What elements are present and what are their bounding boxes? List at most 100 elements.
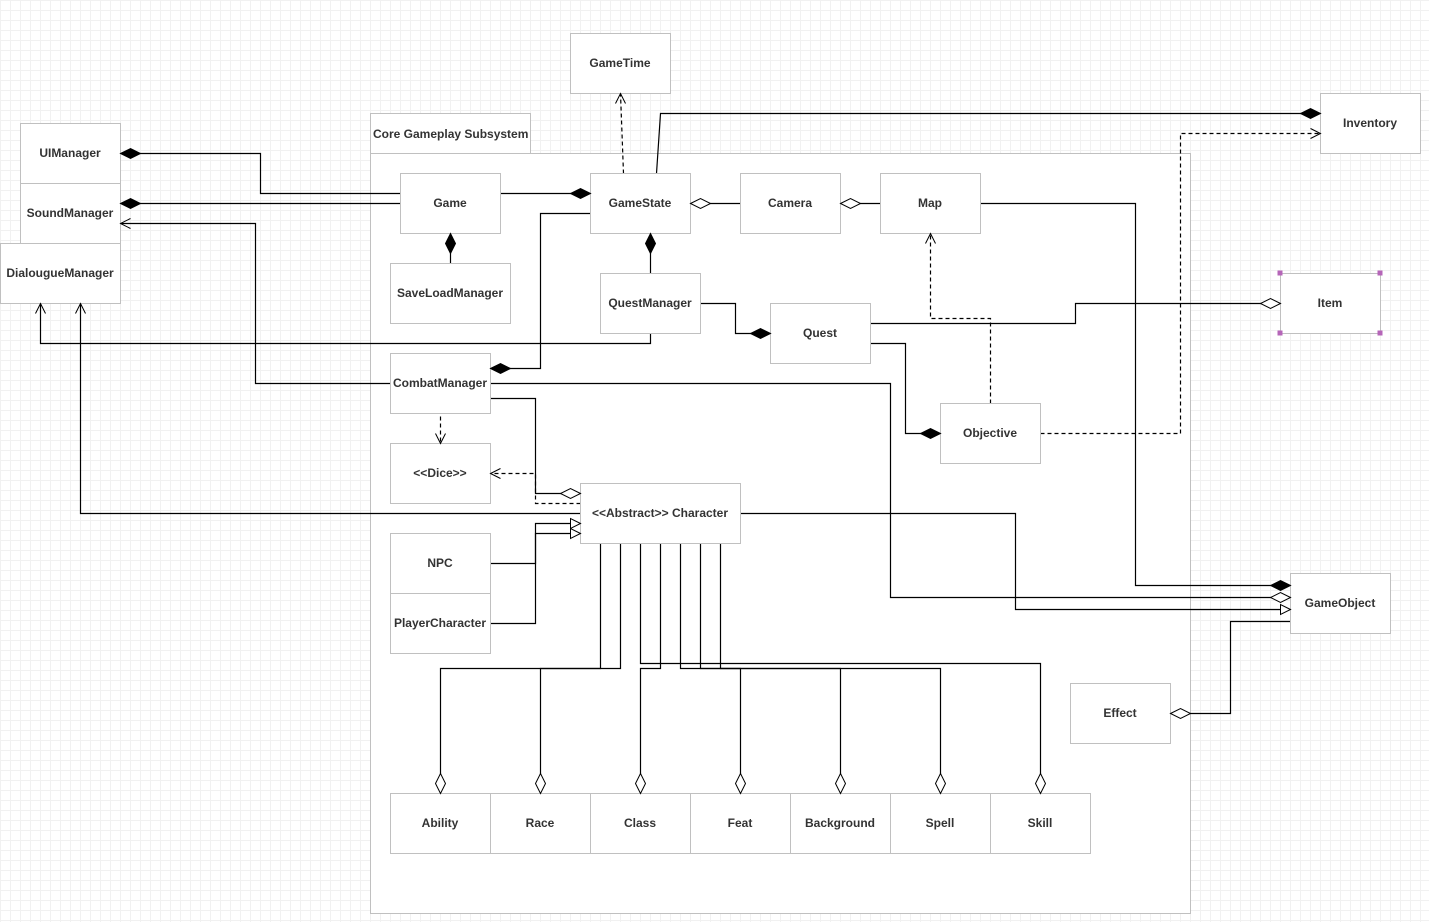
edge-character-race[interactable] — [539, 543, 622, 794]
class-box-border — [590, 793, 691, 854]
edge-combat-character[interactable] — [490, 397, 581, 495]
edge-combat-sound[interactable] — [120, 222, 391, 385]
composition-diamond-combatmanager — [489, 362, 512, 375]
composition-diamond-uimanager — [119, 147, 142, 160]
composition-diamond-inventory — [1299, 107, 1322, 120]
resize-handle[interactable] — [1377, 330, 1383, 336]
class-box-border — [0, 243, 121, 304]
class-name: Background — [805, 816, 875, 830]
class-box-gameobject[interactable]: GameObject — [1290, 573, 1391, 634]
class-box-border — [490, 793, 591, 854]
class-box-spell[interactable]: Spell — [890, 793, 991, 854]
class-box-skill[interactable]: Skill — [990, 793, 1091, 854]
edge-character-ability[interactable] — [439, 543, 602, 794]
class-box-quest[interactable]: Quest — [770, 303, 871, 364]
aggregation-diamond-gamestate-from-camera — [689, 197, 712, 210]
class-box-background[interactable]: Background — [790, 793, 891, 854]
edge-player-character[interactable] — [490, 532, 581, 625]
class-name: GameObject — [1305, 596, 1376, 610]
arrowhead-soundmanager-assoc — [119, 218, 131, 229]
edge-objective-inventory[interactable] — [1040, 132, 1321, 435]
composition-diamond-gamestate-from-game — [569, 187, 592, 200]
class-box-saveloadmanager[interactable]: SaveLoadManager — [390, 263, 511, 324]
edge-gameobject-effect[interactable] — [1170, 620, 1291, 715]
edge-character-class[interactable] — [639, 543, 662, 794]
generalization-arrow-gameobject-gen — [1280, 603, 1292, 616]
composition-diamond-quest — [749, 327, 772, 340]
class-box-border — [390, 593, 491, 654]
class-box-map[interactable]: Map — [880, 173, 981, 234]
class-box-questmanager[interactable]: QuestManager — [600, 273, 701, 334]
edge-combat-gameobject[interactable] — [490, 382, 1291, 599]
composition-diamond-soundmanager — [119, 197, 142, 210]
class-box-game[interactable]: Game — [400, 173, 501, 234]
class-box-objective[interactable]: Objective — [940, 403, 1041, 464]
class-box-border — [990, 793, 1091, 854]
resize-handle[interactable] — [1277, 270, 1283, 276]
class-name: UIManager — [39, 146, 101, 160]
class-box-border — [390, 443, 491, 504]
class-name: SaveLoadManager — [397, 286, 503, 300]
edge-questmanager-dialogue[interactable] — [39, 303, 652, 345]
package-label: Core Gameplay Subsystem — [373, 127, 528, 141]
class-box-inventory[interactable]: Inventory — [1320, 93, 1421, 154]
class-box-border — [1280, 273, 1381, 334]
arrowhead-dice-1 — [435, 433, 446, 445]
relationship-markers — [35, 92, 1322, 795]
class-box-border — [790, 793, 891, 854]
class-box-effect[interactable]: Effect — [1070, 683, 1171, 744]
edge-game-uimanager[interactable] — [120, 152, 401, 195]
class-name: QuestManager — [608, 296, 692, 310]
edge-character-background[interactable] — [699, 543, 842, 794]
class-box-npc[interactable]: NPC — [390, 533, 491, 594]
edge-character-feat[interactable] — [719, 543, 742, 794]
class-box-feat[interactable]: Feat — [690, 793, 791, 854]
aggregation-diamond-feat — [734, 772, 747, 795]
class-box-item[interactable]: Item — [1277, 270, 1383, 336]
class-box-border — [20, 123, 121, 184]
class-boxes: GameTimeUIManagerSoundManagerDialougueMa… — [0, 33, 1421, 854]
edge-objective-map[interactable] — [929, 233, 992, 404]
class-box-gametime[interactable]: GameTime — [570, 33, 671, 94]
edge-combat-gamestate[interactable] — [490, 212, 591, 370]
class-box-ability[interactable]: Ability — [390, 793, 491, 854]
resize-handle[interactable] — [1377, 270, 1383, 276]
class-box-race[interactable]: Race — [490, 793, 591, 854]
edge-map-gameobject[interactable] — [980, 202, 1291, 587]
class-name: PlayerCharacter — [394, 616, 486, 630]
edge-character-gameobject[interactable] — [740, 512, 1291, 611]
class-box-class[interactable]: Class — [590, 793, 691, 854]
edge-character-dice[interactable] — [490, 472, 581, 505]
class-box-combatmanager[interactable]: CombatManager — [390, 353, 491, 414]
class-name: Quest — [803, 326, 837, 340]
arrowhead-map — [925, 232, 936, 244]
class-box-dialouguemanager[interactable]: DialougueManager — [0, 243, 121, 304]
class-name: Spell — [926, 816, 955, 830]
class-box-uimanager[interactable]: UIManager — [20, 123, 121, 184]
arrowhead-dialogue-1 — [35, 302, 46, 314]
edge-gamestate-gametime[interactable] — [619, 93, 625, 174]
class-box-playercharacter[interactable]: PlayerCharacter — [390, 593, 491, 654]
class-box-border — [580, 483, 741, 544]
edge-quest-item[interactable] — [870, 302, 1281, 325]
package-tab — [370, 113, 531, 154]
resize-handle[interactable] — [1277, 330, 1283, 336]
class-box-border — [390, 793, 491, 854]
class-name: Inventory — [1343, 116, 1397, 130]
class-box-camera[interactable]: Camera — [740, 173, 841, 234]
class-name: Objective — [963, 426, 1017, 440]
class-box-character[interactable]: <<Abstract>> Character — [580, 483, 741, 544]
aggregation-diamond-class — [634, 772, 647, 795]
class-name: Ability — [422, 816, 459, 830]
edge-character-dialogue[interactable] — [79, 303, 581, 515]
edge-gamestate-inventory[interactable] — [655, 112, 1321, 174]
class-box-border — [940, 403, 1041, 464]
class-box-border — [1290, 573, 1391, 634]
class-name: Game — [433, 196, 467, 210]
class-box-soundmanager[interactable]: SoundManager — [20, 183, 121, 244]
class-box-gamestate[interactable]: GameState — [590, 173, 691, 234]
class-box-dice[interactable]: <<Dice>> — [390, 443, 491, 504]
class-box-border — [590, 173, 691, 234]
edge-character-skill[interactable] — [639, 543, 1042, 794]
